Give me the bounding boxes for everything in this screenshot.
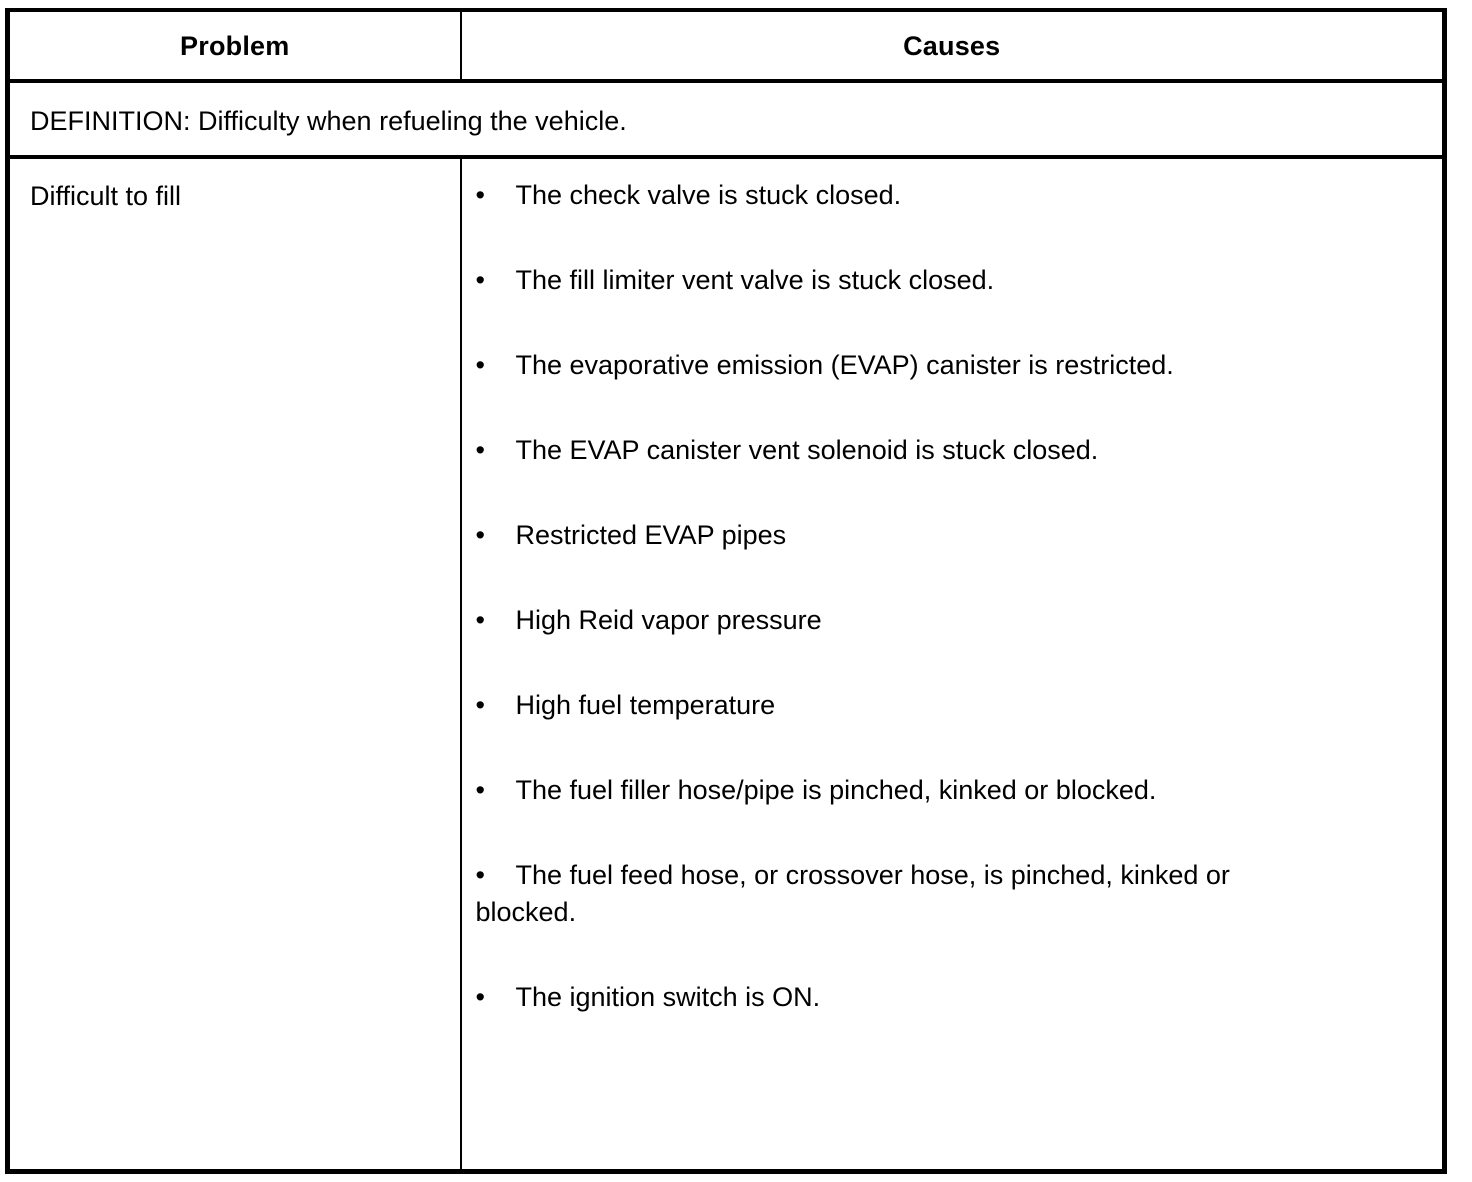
bullet-icon: • xyxy=(475,180,485,210)
list-item: • The fuel feed hose, or crossover hose,… xyxy=(476,857,1429,931)
header-row: Problem Causes xyxy=(5,8,1447,83)
bullet-icon: • xyxy=(475,605,485,635)
column-header-problem: Problem xyxy=(5,8,462,83)
bullet-icon: • xyxy=(475,350,485,380)
list-item-text: The check valve is stuck closed. xyxy=(515,180,902,210)
diagnostic-table: Problem Causes DEFINITION: Difficulty wh… xyxy=(5,8,1447,1174)
column-header-causes-label: Causes xyxy=(903,31,1001,61)
list-item: • The evaporative emission (EVAP) canist… xyxy=(476,347,1429,384)
list-item: • The check valve is stuck closed. xyxy=(476,177,1429,214)
list-item: • High fuel temperature xyxy=(476,687,1429,724)
bullet-icon: • xyxy=(475,520,485,550)
causes-list: • The check valve is stuck closed. • The… xyxy=(462,159,1443,1016)
list-item-text: The fill limiter vent valve is stuck clo… xyxy=(515,265,995,295)
definition-text: DEFINITION: Difficulty when refueling th… xyxy=(30,106,627,136)
list-item: • The fuel filler hose/pipe is pinched, … xyxy=(476,772,1429,809)
problem-label: Difficult to fill xyxy=(30,181,182,211)
table-body: DEFINITION: Difficulty when refueling th… xyxy=(5,81,1447,1174)
list-item: • The fill limiter vent valve is stuck c… xyxy=(476,262,1429,299)
list-item: • The EVAP canister vent solenoid is stu… xyxy=(476,432,1429,469)
problem-cell: Difficult to fill xyxy=(5,157,462,1174)
list-item: • Restricted EVAP pipes xyxy=(476,517,1429,554)
column-header-causes: Causes xyxy=(460,8,1447,83)
list-item-text: Restricted EVAP pipes xyxy=(515,520,787,550)
causes-cell: • The check valve is stuck closed. • The… xyxy=(460,157,1447,1174)
list-item-text: The EVAP canister vent solenoid is stuck… xyxy=(515,435,1099,465)
bullet-icon: • xyxy=(475,860,485,890)
column-header-problem-label: Problem xyxy=(180,31,290,61)
list-item-text: The ignition switch is ON. xyxy=(515,982,821,1012)
list-item-text: The evaporative emission (EVAP) canister… xyxy=(515,350,1174,380)
table-header: Problem Causes xyxy=(5,8,1447,83)
bullet-icon: • xyxy=(475,690,485,720)
bullet-icon: • xyxy=(475,982,485,1012)
list-item-text: High Reid vapor pressure xyxy=(515,605,822,635)
list-item: • The ignition switch is ON. xyxy=(476,979,1429,1016)
list-item-text: High fuel temperature xyxy=(515,690,776,720)
list-item-text: The fuel feed hose, or crossover hose, i… xyxy=(475,860,1230,927)
bullet-icon: • xyxy=(475,265,485,295)
definition-row: DEFINITION: Difficulty when refueling th… xyxy=(5,81,1447,159)
list-item-text: The fuel filler hose/pipe is pinched, ki… xyxy=(515,775,1157,805)
bullet-icon: • xyxy=(475,435,485,465)
definition-cell: DEFINITION: Difficulty when refueling th… xyxy=(5,81,1447,159)
list-item: • High Reid vapor pressure xyxy=(476,602,1429,639)
bullet-icon: • xyxy=(475,775,485,805)
table-row: Difficult to fill • The check valve is s… xyxy=(5,157,1447,1174)
